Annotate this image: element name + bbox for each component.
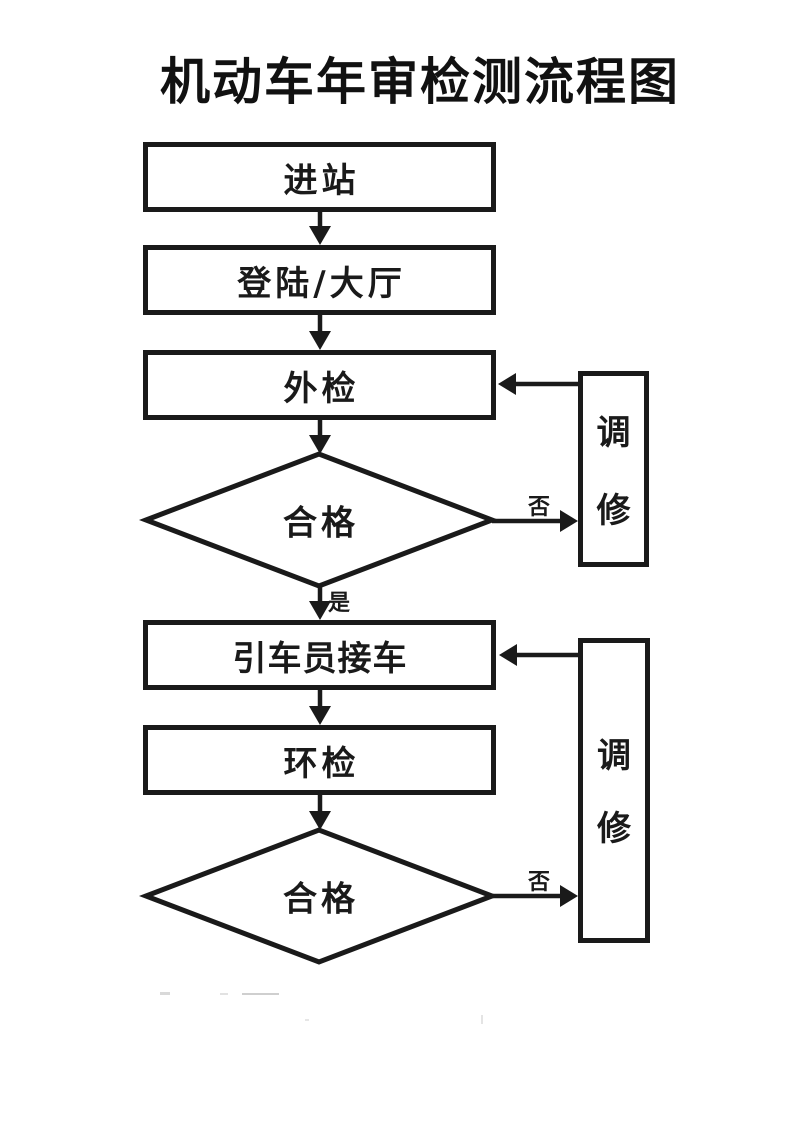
scan-artifact xyxy=(305,1019,309,1021)
edge-decision1-no-to-repair1 xyxy=(492,510,578,532)
edge-label-no-1: 否 xyxy=(528,494,551,520)
node-repair-1: 调 修 xyxy=(578,371,649,567)
node-enter-station-label: 进站 xyxy=(283,160,360,201)
decision-pass1-label: 合格 xyxy=(283,503,359,544)
arrowhead-icon xyxy=(309,331,331,350)
edge-decision2-no-to-repair2 xyxy=(490,885,578,907)
edge-label-no-2: 否 xyxy=(528,869,551,895)
arrowhead-icon xyxy=(309,435,331,454)
page-title: 机动车年审检测流程图 xyxy=(160,53,680,111)
edge-driver-to-env xyxy=(309,690,331,725)
edge-repair1-to-exterior xyxy=(498,373,578,395)
node-repair-1-char-1: 调 xyxy=(596,413,631,453)
scan-artifact xyxy=(160,992,170,995)
arrowhead-icon xyxy=(309,706,331,725)
node-repair-2: 调 修 xyxy=(578,638,650,943)
arrowhead-icon xyxy=(498,373,516,395)
decision-pass2-label: 合格 xyxy=(283,879,359,920)
arrowhead-icon xyxy=(499,644,517,666)
node-driver-pickup: 引车员接车 xyxy=(143,620,496,690)
node-driver-pickup-label: 引车员接车 xyxy=(232,638,408,679)
node-env-check-label: 环检 xyxy=(283,743,360,784)
edge-login-to-exterior xyxy=(309,315,331,350)
arrowhead-icon xyxy=(309,811,331,830)
scan-artifact xyxy=(481,1015,483,1024)
arrowhead-icon xyxy=(560,510,578,532)
edge-env-to-decision2 xyxy=(309,795,331,830)
arrowhead-icon xyxy=(309,601,331,620)
node-login-hall-label: 登陆/大厅 xyxy=(237,263,406,304)
node-repair-2-char-1: 调 xyxy=(597,736,631,776)
node-repair-2-char-2: 修 xyxy=(597,809,631,849)
edge-exterior-to-decision1 xyxy=(309,420,331,454)
arrowhead-icon xyxy=(560,885,578,907)
scan-artifact xyxy=(242,993,279,995)
node-enter-station: 进站 xyxy=(143,142,496,212)
node-exterior-check-label: 外检 xyxy=(283,368,360,409)
node-repair-1-char-2: 修 xyxy=(596,491,631,531)
node-login-hall: 登陆/大厅 xyxy=(143,245,496,315)
edge-repair2-to-driver xyxy=(499,644,578,666)
decision-diamond-pass2 xyxy=(138,827,500,965)
arrowhead-icon xyxy=(309,226,331,245)
decision-diamond-pass1 xyxy=(138,451,500,589)
edge-enter-to-login xyxy=(309,212,331,245)
node-exterior-check: 外检 xyxy=(143,350,496,420)
edge-decision1-yes-to-driver xyxy=(309,586,331,620)
node-env-check: 环检 xyxy=(143,725,496,795)
scan-artifact xyxy=(220,993,228,995)
edge-label-yes-1: 是 xyxy=(328,590,351,616)
